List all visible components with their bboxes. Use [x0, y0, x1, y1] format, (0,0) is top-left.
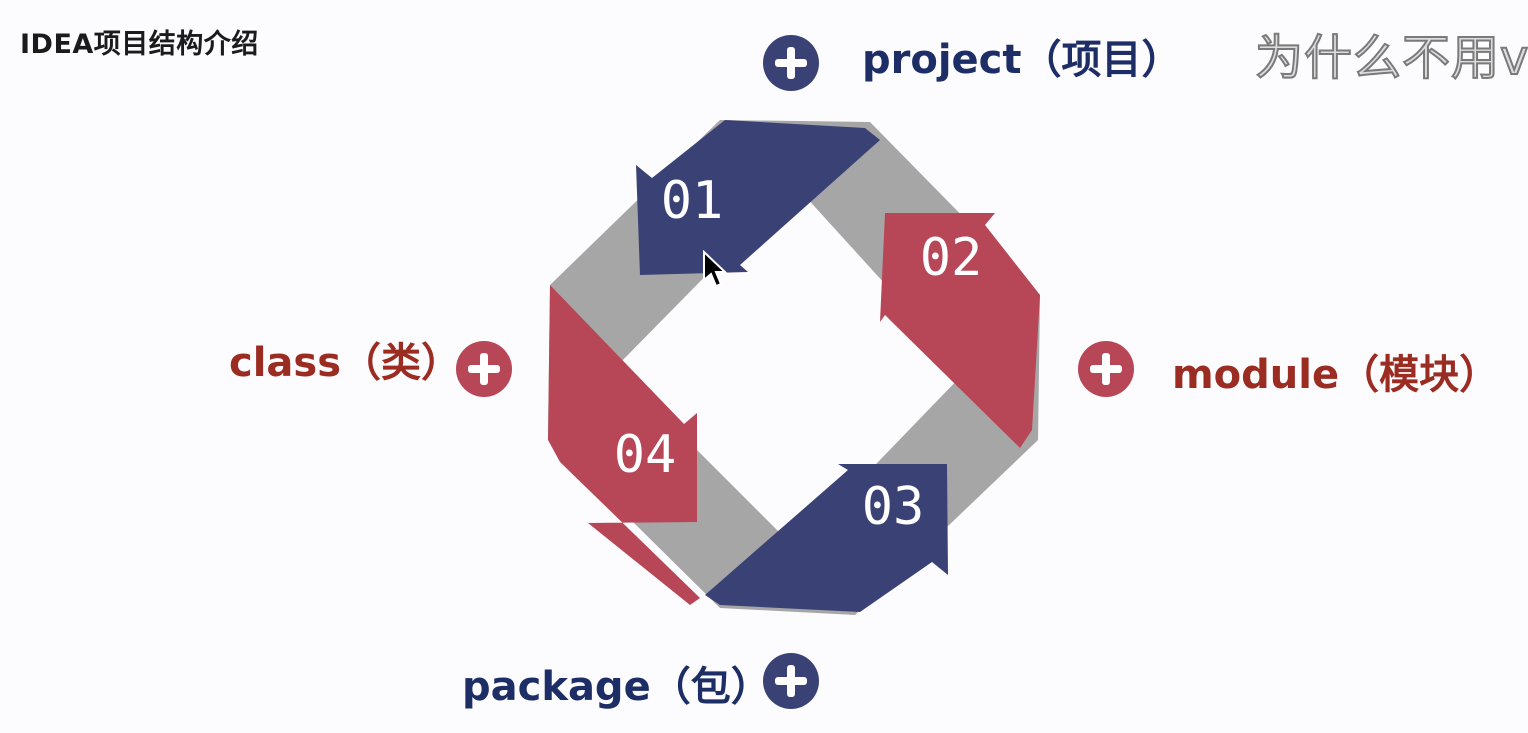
- step-03-number: 03: [862, 477, 925, 537]
- package-label: package（包）: [462, 664, 771, 710]
- step-01-arrow: [636, 120, 880, 275]
- step-03-arrow: [705, 464, 948, 612]
- step-01-number: 01: [661, 171, 724, 231]
- mouse-pointer-icon: [703, 250, 728, 288]
- module-label: module（模块）: [1172, 352, 1500, 398]
- subtitle-overlay: 为什么不用v: [1254, 29, 1528, 87]
- plus-circle-icon[interactable]: [762, 652, 820, 710]
- plus-circle-icon[interactable]: [762, 34, 820, 92]
- step-04-arrow: [548, 285, 700, 605]
- step-02-number: 02: [920, 228, 983, 288]
- step-02-arrow: [880, 213, 1040, 448]
- cycle-diagram: 01 02 03 04: [548, 120, 1040, 615]
- project-label: project（项目）: [862, 37, 1182, 83]
- plus-circle-icon[interactable]: [455, 340, 513, 398]
- slide-title: IDEA项目结构介绍: [20, 29, 259, 60]
- class-label: class（类）: [229, 340, 462, 386]
- step-04-number: 04: [614, 425, 677, 485]
- plus-circle-icon[interactable]: [1077, 340, 1135, 398]
